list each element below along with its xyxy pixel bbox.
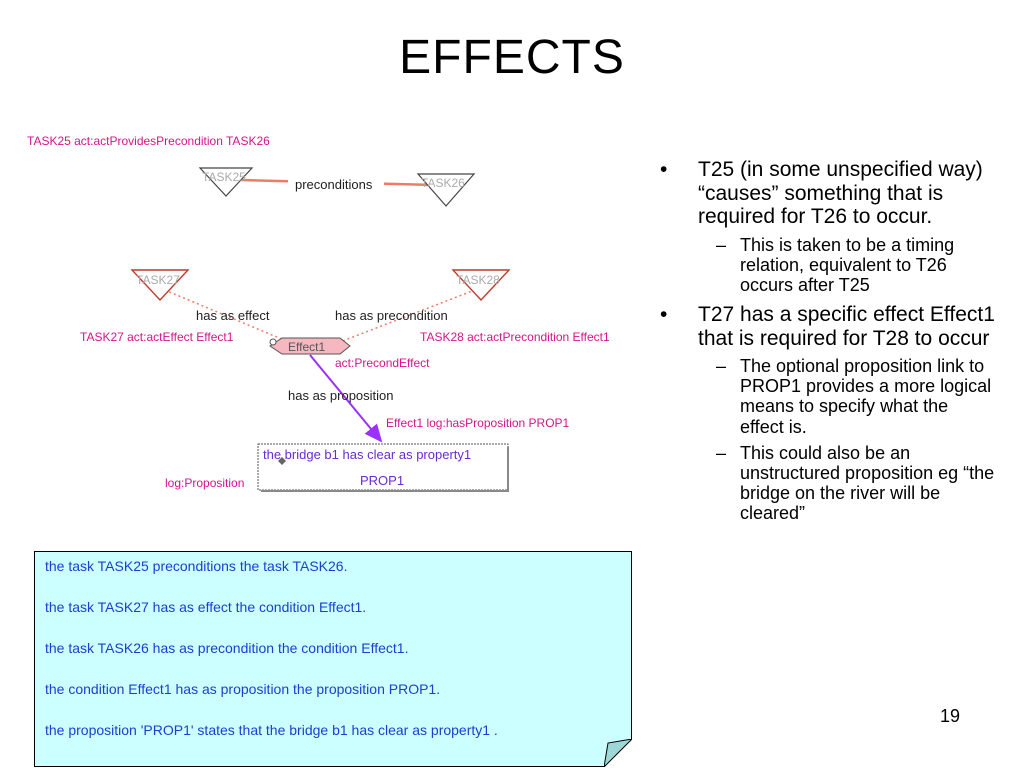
node-task27-label: TASK27: [136, 273, 180, 287]
note-line: the condition Effect1 has as proposition…: [45, 681, 441, 697]
node-task27[interactable]: TASK27: [130, 269, 190, 302]
node-prop1[interactable]: the bridge b1 has clear as property1 PRO…: [257, 443, 509, 492]
edge-label-preconditions: preconditions: [295, 177, 373, 192]
edge-label-has-as-proposition: has as proposition: [288, 388, 394, 403]
annotation-proposition-relation: Effect1 log:hasProposition PROP1: [386, 416, 570, 430]
annotation-precondition-relation: TASK28 act:actPrecondition Effect1: [420, 330, 610, 344]
annotation-top-relation: TASK25 act:actProvidesPrecondition TASK2…: [27, 134, 270, 148]
sub-bullet-item: This could also be an unstructured propo…: [696, 443, 996, 524]
annotation-effect1-type: act:PrecondEffect: [335, 356, 430, 370]
note-fold-corner: [604, 739, 632, 767]
explanation-note: the task TASK25 preconditions the task T…: [34, 551, 632, 767]
note-line: the task TASK25 preconditions the task T…: [45, 558, 348, 574]
bullet-text: T25 (in some unspecified way) “causes” s…: [698, 158, 983, 229]
bullet-list: T25 (in some unspecified way) “causes” s…: [656, 158, 996, 531]
node-task28[interactable]: TASK28: [451, 269, 511, 302]
bullet-item: T27 has a specific effect Effect1 that i…: [656, 303, 996, 523]
diamond-icon: [278, 457, 286, 465]
sub-bullet-item: This is taken to be a timing relation, e…: [696, 235, 996, 295]
node-effect1[interactable]: Effect1: [269, 337, 351, 355]
page-number: 19: [940, 706, 961, 726]
node-task25-label: TASK25: [202, 170, 246, 184]
note-line: the proposition 'PROP1' states that the …: [45, 722, 498, 738]
edge-label-has-as-precondition: has as precondition: [335, 308, 448, 323]
annotation-effect-relation: TASK27 act:actEffect Effect1: [80, 330, 234, 344]
edge-label-bg: [288, 176, 384, 192]
note-line: the task TASK26 has as precondition the …: [45, 640, 409, 656]
node-prop1-text: the bridge b1 has clear as property1: [263, 447, 471, 462]
edge-has-as-precondition: [339, 287, 481, 343]
node-task25[interactable]: TASK25: [198, 167, 254, 197]
node-task28-label: TASK28: [456, 273, 500, 287]
bullet-text: T27 has a specific effect Effect1 that i…: [698, 303, 995, 350]
node-task26[interactable]: TASK26: [416, 173, 476, 207]
edge-has-as-proposition: [309, 354, 383, 443]
annotation-prop-type: log:Proposition: [165, 476, 244, 490]
bullet-item: T25 (in some unspecified way) “causes” s…: [656, 158, 996, 295]
node-prop1-name: PROP1: [360, 473, 404, 488]
node-task26-label: TASK26: [421, 176, 465, 190]
sub-bullet-item: The optional proposition link to PROP1 p…: [696, 356, 996, 437]
edge-label-has-as-effect: has as effect: [196, 308, 270, 323]
note-line: the task TASK27 has as effect the condit…: [45, 599, 367, 615]
node-effect1-label: Effect1: [288, 340, 325, 354]
slide-title: EFFECTS: [399, 31, 625, 84]
